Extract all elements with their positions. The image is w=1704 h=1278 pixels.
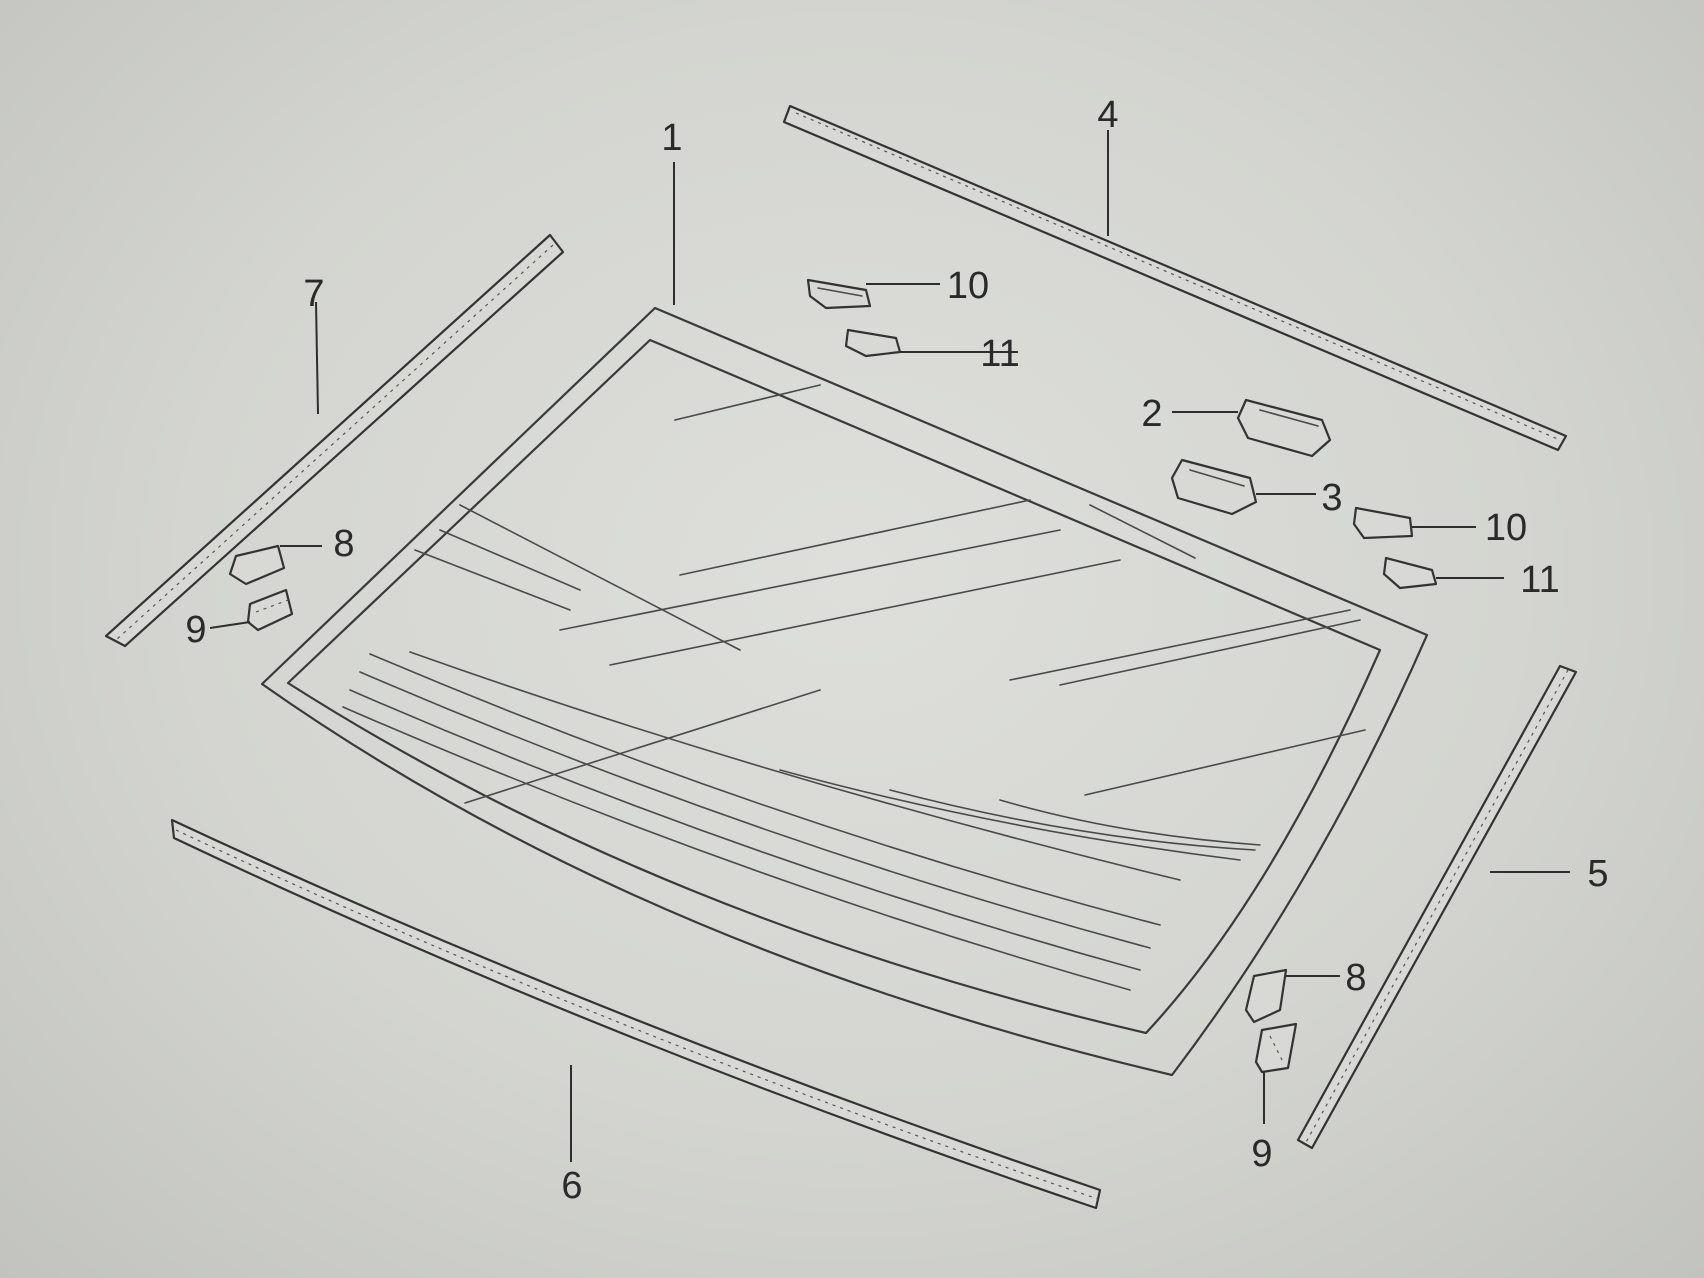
right-molding: [1296, 664, 1578, 1150]
callout-10-right: 10: [1484, 507, 1528, 549]
clip-part-2: [1172, 398, 1332, 458]
callout-9-left: 9: [185, 609, 207, 651]
fastener-11-right: [1382, 556, 1504, 590]
fastener-8-left: [228, 544, 322, 586]
callout-4: 4: [1097, 94, 1119, 136]
fastener-10-top: [806, 278, 940, 310]
callout-8-left: 8: [333, 523, 355, 565]
callout-10-top: 10: [946, 265, 990, 307]
callout-3: 3: [1321, 477, 1343, 519]
fastener-9-left: [209, 588, 294, 632]
callout-6: 6: [561, 1165, 583, 1207]
callout-2: 2: [1141, 393, 1163, 435]
callout-8-right: 8: [1345, 957, 1367, 999]
callout-5: 5: [1587, 853, 1609, 895]
fastener-10-right: [1352, 506, 1476, 540]
fastener-8-right: [1244, 968, 1340, 1024]
callout-1: 1: [661, 117, 683, 159]
fastener-9-right: [1254, 1022, 1298, 1124]
callout-11-right: 11: [1520, 559, 1560, 601]
clip-part-3: [1170, 458, 1316, 516]
callout-9-right: 9: [1251, 1133, 1273, 1175]
left-molding: [104, 233, 565, 648]
callout-7: 7: [303, 273, 325, 315]
rear-glass: [260, 162, 1429, 1077]
upper-molding: [782, 104, 1568, 452]
lower-molding: [170, 818, 1102, 1210]
callout-11-top: 11: [980, 333, 1020, 375]
fastener-11-top: [844, 328, 1018, 358]
